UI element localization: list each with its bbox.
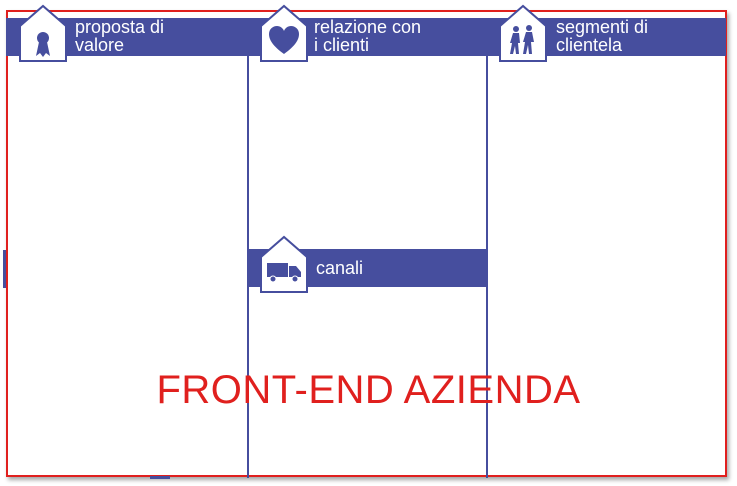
top-header-band	[6, 18, 726, 56]
customer-relationship-label: relazione con i clienti	[314, 17, 422, 55]
divider-right	[486, 56, 488, 478]
customer-segments-label: segmenti di clientela	[556, 17, 649, 55]
truck-icon	[260, 235, 308, 293]
canvas-frame	[6, 10, 727, 477]
bottom-mark	[150, 476, 170, 479]
channels-label: canali	[316, 258, 364, 278]
people-walking-icon	[499, 4, 547, 62]
value-proposition-label: proposta di valore	[75, 17, 165, 55]
ribbon-award-icon	[19, 4, 67, 62]
front-end-caption: FRONT-END AZIENDA	[156, 368, 581, 412]
left-edge-mark	[3, 250, 6, 288]
heart-icon	[260, 4, 308, 62]
